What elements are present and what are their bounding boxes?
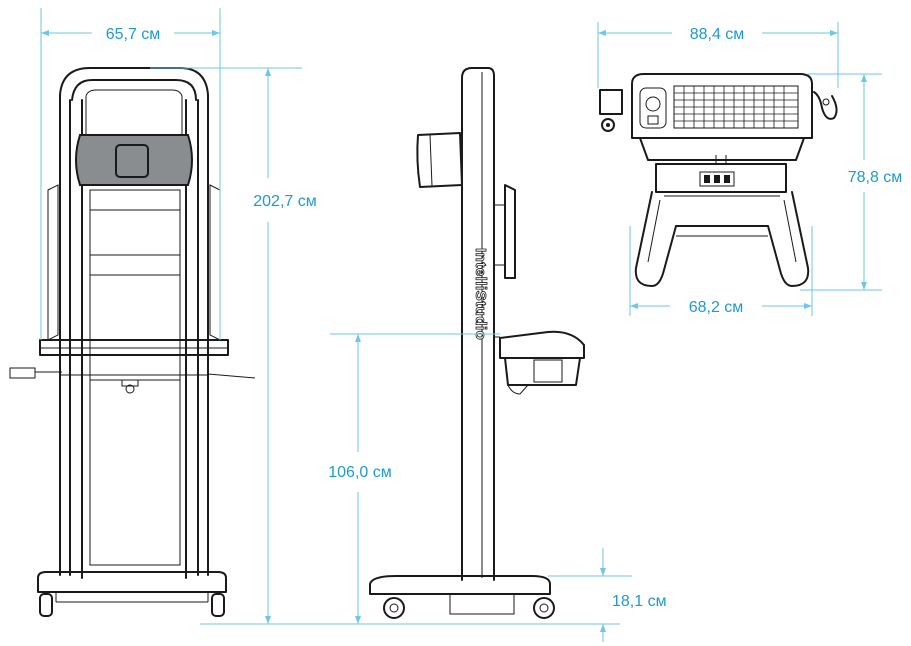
brand-label: IntelliStudio [472,248,489,340]
dim-top-inner-width [629,226,813,316]
top-console [631,73,813,139]
side-table [499,330,585,359]
label-top-width: 88,4 см [690,26,745,43]
dim-front-width [40,8,221,340]
label-top-inner-width: 68,2 см [689,299,744,316]
dim-top-depth [800,73,882,291]
label-base-height: 18,1 см [612,593,667,610]
top-base-legs [634,191,810,287]
label-table-height: 106,0 см [328,464,391,481]
front-monitor-housing [75,134,193,186]
dim-table-height [240,333,620,625]
front-monitor-screen [115,144,149,178]
side-base [369,575,551,595]
front-table-shelf [39,339,229,356]
side-monitor [416,132,463,188]
label-front-width: 65,7 см [106,26,161,43]
front-base [37,571,227,593]
front-view [9,67,256,617]
side-view: IntelliStudio [369,67,585,619]
dim-top-width [597,22,839,88]
label-top-depth: 78,8 см [848,169,903,186]
keyboard-grid [674,86,798,128]
label-total-height: 202,7 см [253,193,316,210]
dim-base-height [548,548,632,642]
top-view [599,73,838,287]
